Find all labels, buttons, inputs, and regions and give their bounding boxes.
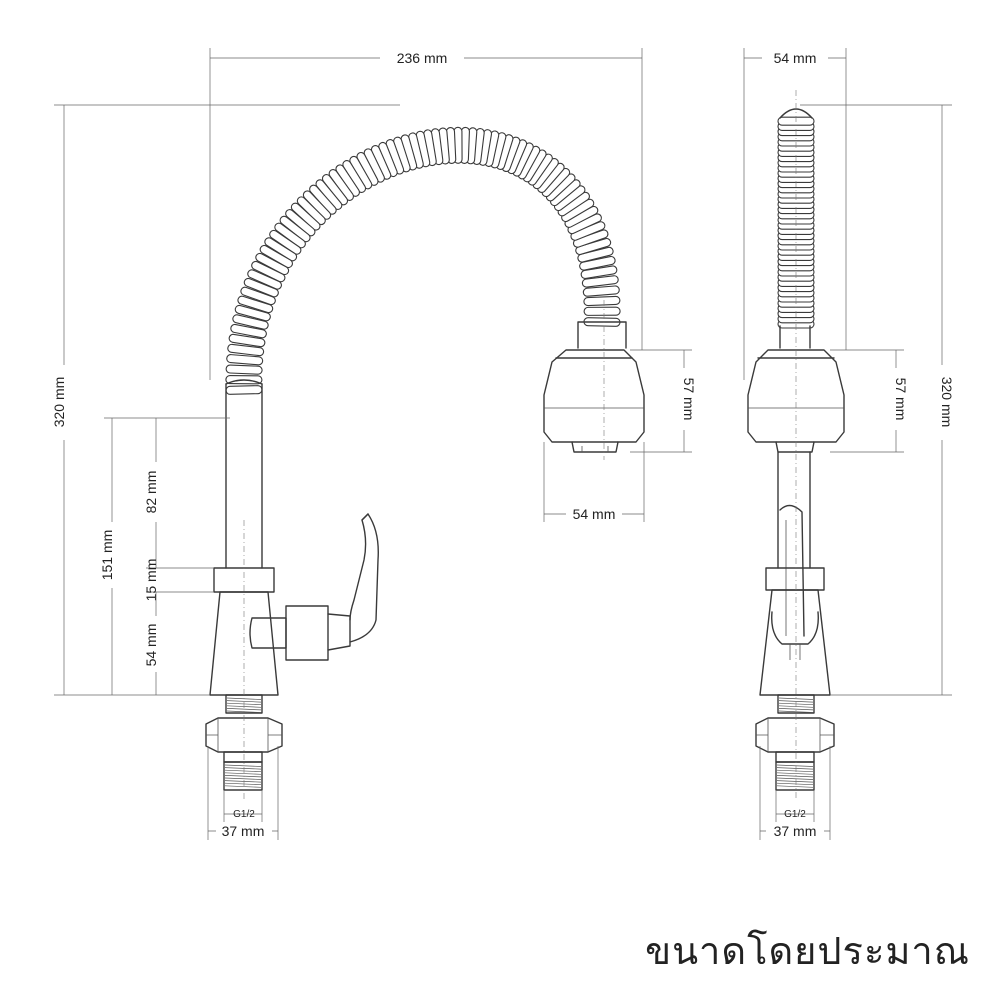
- hose-rib: [243, 277, 279, 298]
- dim-front-height-label: 320 mm: [51, 377, 67, 428]
- dim-front-head-height: 57 mm: [630, 349, 697, 453]
- thread-line: [776, 764, 814, 767]
- side-spout-tube: [777, 451, 811, 637]
- thread-line: [226, 708, 262, 711]
- dim-side-thread-width-label: 37 mm: [774, 823, 817, 839]
- hose-rib: [247, 269, 282, 290]
- side-head-collar: [779, 325, 811, 349]
- side-spray-head: [747, 349, 845, 453]
- hose-rib: [583, 295, 621, 307]
- thread-line: [224, 767, 262, 770]
- thread-line: [224, 775, 262, 778]
- hose-rib: [227, 343, 265, 357]
- side-flexible-hose: [777, 108, 815, 329]
- thread-line: [776, 767, 814, 770]
- dim-front-head-height-label: 57 mm: [681, 378, 697, 421]
- thread-line: [776, 782, 814, 786]
- hose-rib: [226, 354, 264, 366]
- dim-front-head-width-label: 54 mm: [573, 506, 616, 522]
- dim-side-head-height-label: 57 mm: [893, 378, 909, 421]
- dim-side-width: 54 mm: [743, 48, 847, 380]
- dim-front-54-body: 54 mm: [143, 592, 159, 695]
- dim-front-82-label: 82 mm: [143, 471, 159, 514]
- hose-rib: [251, 260, 286, 283]
- thread-line: [778, 710, 814, 713]
- front-lever-handle: [249, 513, 379, 661]
- front-head-collar: [577, 321, 627, 349]
- hose-rib: [580, 265, 618, 279]
- hose-rib: [240, 286, 276, 306]
- dim-side-head-height: 57 mm: [830, 349, 909, 453]
- dim-front-width: 236 mm: [209, 48, 643, 380]
- dim-front-height: 320 mm: [51, 104, 400, 696]
- thread-line: [778, 708, 814, 711]
- thread-line: [776, 775, 814, 778]
- thread-line: [224, 780, 262, 783]
- thread-line: [224, 782, 262, 786]
- front-body: [209, 591, 279, 696]
- hose-rib: [228, 333, 266, 348]
- thread-line: [224, 777, 262, 780]
- side-view: 54 mm 320 mm 57 mm G1/2 37 mm: [743, 48, 955, 840]
- dim-side-width-label: 54 mm: [774, 50, 817, 66]
- hose-rib: [225, 364, 263, 375]
- dim-front-head-width: 54 mm: [543, 442, 645, 522]
- thread-line: [224, 772, 262, 775]
- dim-side-height-label: 320 mm: [939, 377, 955, 428]
- thread-line: [226, 700, 262, 703]
- dim-side-thread: G1/2 37 mm: [759, 746, 831, 840]
- dim-front-width-label: 236 mm: [397, 50, 448, 66]
- hose-rib: [581, 275, 619, 288]
- hose-rib: [230, 323, 267, 339]
- dim-front-15: 15 mm: [143, 559, 214, 602]
- dim-front-thread-width-label: 37 mm: [222, 823, 265, 839]
- hose-rib: [225, 385, 263, 395]
- hose-rib: [237, 295, 274, 314]
- thread-line: [224, 764, 262, 767]
- hose-rib: [579, 255, 616, 271]
- front-spout-tube: [225, 379, 263, 569]
- thread-line: [776, 769, 814, 773]
- approximate-size-note: ขนาดโดยประมาณ: [645, 929, 970, 973]
- front-flexible-hose: [225, 126, 621, 395]
- thread-line: [776, 772, 814, 775]
- front-spray-head: [543, 349, 645, 453]
- thread-line: [776, 785, 814, 788]
- dim-front-thread-label: G1/2: [233, 809, 255, 820]
- side-body: [759, 589, 831, 696]
- hose-rib: [232, 314, 269, 330]
- dim-side-height: 320 mm: [800, 104, 955, 696]
- hose-rib: [583, 306, 621, 316]
- hose-rib: [234, 304, 271, 322]
- dim-front-151: 151 mm: [99, 417, 230, 695]
- front-view: 236 mm 320 mm 151 mm 82 mm 15 mm 5: [51, 48, 697, 840]
- hose-rib: [582, 285, 620, 297]
- thread-line: [776, 777, 814, 780]
- thread-line: [224, 769, 262, 773]
- thread-line: [778, 697, 814, 700]
- dim-front-82: 82 mm: [143, 418, 159, 568]
- dim-front-54-body-label: 54 mm: [143, 624, 159, 667]
- side-base-fitting: [755, 694, 835, 791]
- dim-front-thread: G1/2 37 mm: [207, 746, 279, 840]
- dim-front-15-label: 15 mm: [143, 559, 159, 602]
- dim-side-thread-label: G1/2: [784, 809, 806, 820]
- thread-line: [776, 780, 814, 783]
- dim-front-151-label: 151 mm: [99, 530, 115, 581]
- thread-line: [224, 785, 262, 788]
- side-collar-ring: [765, 567, 825, 591]
